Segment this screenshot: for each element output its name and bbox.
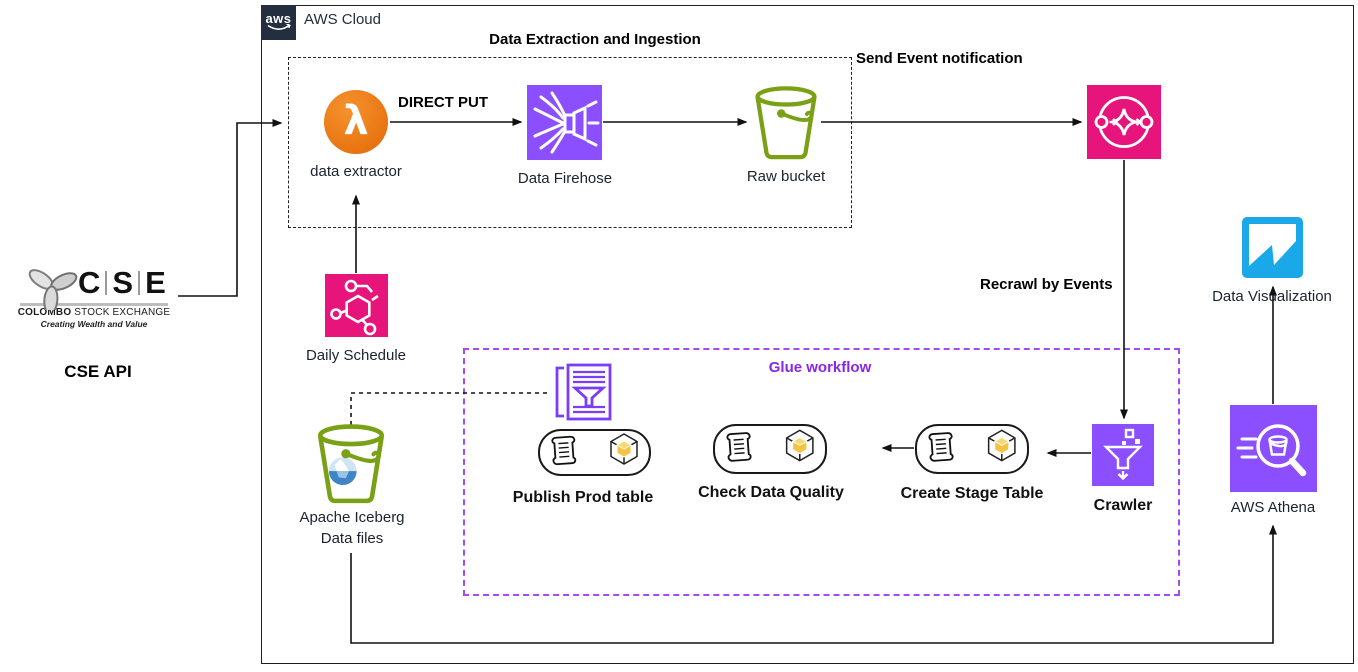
glue-workflow-title: Glue workflow: [768, 359, 872, 376]
data-firehose-label: Data Firehose: [517, 170, 613, 187]
glue-crawler-icon: [1092, 424, 1154, 486]
s3-bucket-icon: [755, 86, 817, 160]
glue-job-icon: [538, 429, 651, 476]
aws-athena-label: AWS Athena: [1230, 499, 1316, 516]
cse-trefoil-logo-icon: [28, 269, 78, 310]
cse-logo-divider: [20, 303, 168, 306]
aws-logo-icon: aws: [261, 5, 296, 40]
cse-letter-c: C: [78, 265, 101, 300]
cse-letter-s: S: [112, 265, 134, 300]
aws-cloud-label: AWS Cloud: [304, 11, 381, 28]
send-event-notification-label: Send Event notification: [856, 50, 1023, 67]
cse-org-bold: COLOMBO: [17, 307, 72, 318]
daily-schedule-label: Daily Schedule: [305, 347, 407, 364]
cse-org-rest: STOCK EXCHANGE: [71, 307, 171, 318]
eventbridge-scheduler-icon: [325, 274, 388, 337]
lambda-icon: λ: [324, 90, 388, 154]
apache-iceberg-label-line1: Apache Iceberg: [299, 509, 405, 526]
glue-job-icon: [915, 424, 1029, 474]
firehose-icon: [527, 85, 602, 160]
s3-bucket-iceberg-icon: [317, 424, 385, 504]
ingestion-group-box: [288, 57, 852, 228]
check-data-quality-label: Check Data Quality: [698, 484, 844, 501]
apache-iceberg-label-line2: Data files: [320, 530, 384, 547]
glue-workflow-group-box: [463, 348, 1180, 596]
cse-tagline: Creating Wealth and Value: [40, 319, 148, 329]
cse-org-name: COLOMBO STOCK EXCHANGE: [12, 307, 176, 318]
aws-cloud-boundary: [261, 5, 1354, 664]
athena-icon: [1230, 405, 1317, 492]
glue-workflow-icon: [555, 363, 612, 421]
raw-bucket-label: Raw bucket: [746, 168, 826, 185]
recrawl-by-events-label: Recrawl by Events: [980, 276, 1113, 293]
cse-api-label: CSE API: [64, 362, 132, 381]
crawler-label: Crawler: [1093, 497, 1153, 514]
publish-prod-table-label: Publish Prod table: [512, 489, 654, 506]
ingestion-group-title: Data Extraction and Ingestion: [489, 31, 701, 48]
data-visualization-icon: [1242, 217, 1303, 278]
eventbridge-pipes-icon: [1087, 85, 1161, 159]
data-extractor-label: data extractor: [310, 163, 402, 180]
create-stage-table-label: Create Stage Table: [900, 485, 1044, 502]
glue-job-icon: [713, 424, 827, 474]
cse-letter-e: E: [145, 265, 166, 300]
cse-letter-divider: [138, 270, 141, 295]
aws-logo-text: aws: [265, 11, 292, 26]
direct-put-label: DIRECT PUT: [398, 94, 488, 111]
cse-letter-divider: [105, 270, 108, 295]
data-visualization-label: Data Visualization: [1212, 288, 1332, 305]
